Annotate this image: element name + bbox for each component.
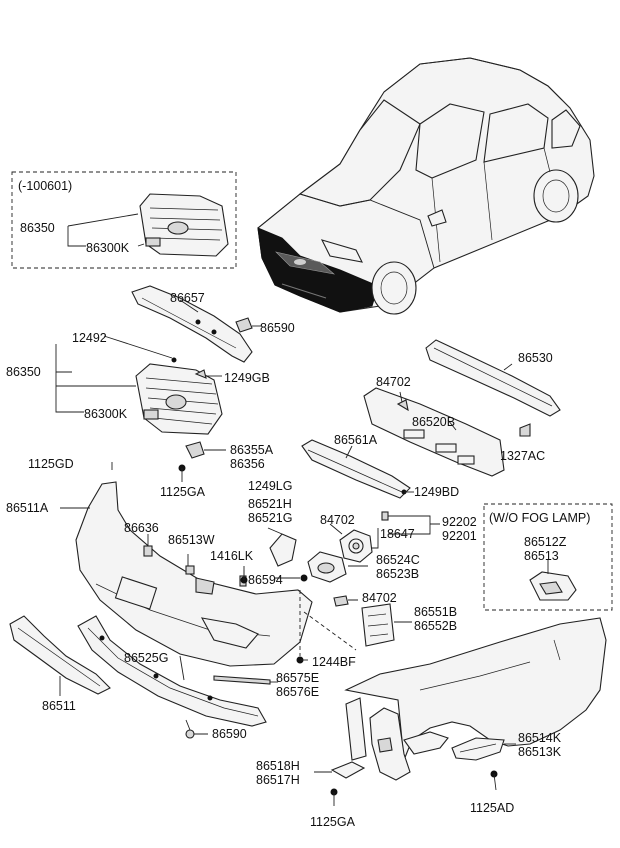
- front-bumper-cover-86511A: [60, 462, 313, 667]
- part-number-label: 18647: [380, 527, 415, 541]
- part-number-label: 86350: [20, 221, 55, 235]
- part-number-label: 86590: [212, 727, 247, 741]
- part-number-label: 1125GD: [28, 457, 74, 471]
- vehicle-illustration: [257, 57, 595, 315]
- part-number-label: 86551B: [414, 605, 457, 619]
- part-number-label: 84702: [376, 375, 411, 389]
- part-number-label: 86514K: [518, 731, 562, 745]
- bolts-group: [240, 570, 308, 664]
- part-number-label: 86657: [170, 291, 205, 305]
- lower-cover-86525G: [77, 615, 267, 727]
- part-number-label: 86521H: [248, 497, 292, 511]
- part-number-label: 86594: [248, 573, 283, 587]
- part-number-label: 86576E: [276, 685, 319, 699]
- part-number-label: 86521G: [248, 511, 292, 525]
- part-number-label: 1125GA: [310, 815, 356, 829]
- part-number-label: 86552B: [414, 619, 457, 633]
- without-fog-lamp-box: (W/O FOG LAMP): [483, 503, 613, 611]
- part-number-label: 86636: [124, 521, 159, 535]
- part-number-label: 86530: [518, 351, 553, 365]
- lower-grille-86561A: [301, 439, 414, 499]
- part-number-label: 86525G: [124, 651, 168, 665]
- part-number-label: 1327AC: [500, 449, 545, 463]
- fog-box-title: (W/O FOG LAMP): [489, 511, 590, 525]
- date-range-box: (-100601): [11, 171, 237, 269]
- part-number-label: 86524C: [376, 553, 420, 567]
- part-number-label: 84702: [362, 591, 397, 605]
- clip-86590-bottom: [185, 719, 208, 739]
- part-number-label: 86513K: [518, 745, 562, 759]
- date-box-title: (-100601): [18, 179, 72, 193]
- part-number-label: 86590: [260, 321, 295, 335]
- fog-lamp-86524C: [307, 511, 440, 583]
- part-number-label: 86355A: [230, 443, 274, 457]
- part-number-label: 1249LG: [248, 479, 292, 493]
- part-number-label: 12492: [72, 331, 107, 345]
- bumper-beam-86530: [425, 339, 561, 417]
- fog-lamp-bracket-86521H: [267, 527, 297, 567]
- part-number-label: 86518H: [256, 759, 300, 773]
- molding-86575E: [213, 675, 278, 685]
- part-number-label: 86520B: [412, 415, 455, 429]
- part-number-label: 86561A: [334, 433, 378, 447]
- bracket-86551B: [303, 595, 412, 651]
- part-number-label: 1249BD: [414, 485, 459, 499]
- part-number-label: 86300K: [86, 241, 130, 255]
- part-number-label: 86350: [6, 365, 41, 379]
- splash-shield-86514K: [451, 737, 516, 791]
- part-number-label: 1249GB: [224, 371, 270, 385]
- part-number-label: 84702: [320, 513, 355, 527]
- part-number-label: 92201: [442, 529, 477, 543]
- part-number-label: 1125AD: [470, 801, 514, 815]
- cowl-panel-86657: [131, 285, 262, 363]
- part-number-label: 86575E: [276, 671, 319, 685]
- part-number-label: 86517H: [256, 773, 300, 787]
- part-number-label: 1244BF: [312, 655, 356, 669]
- part-number-label: 1416LK: [210, 549, 254, 563]
- radiator-grille-86350: [55, 335, 226, 482]
- part-number-label: 86513W: [168, 533, 215, 547]
- bracket-86518H: [314, 761, 366, 806]
- part-number-label: 86511A: [6, 501, 49, 515]
- part-number-label: 86511: [42, 699, 76, 713]
- part-number-label: 86523B: [376, 567, 419, 581]
- part-number-label: 86300K: [84, 407, 128, 421]
- fender-liner: [345, 697, 449, 781]
- energy-absorber-86520B: [363, 387, 531, 477]
- part-number-label: 86356: [230, 457, 265, 471]
- part-number-label: 86513: [524, 549, 559, 563]
- part-labels: 86350 86300K 86657 86590 12492 86350 1249GB 863…: [6, 221, 567, 829]
- part-number-label: 92202: [442, 515, 477, 529]
- part-number-label: 86512Z: [524, 535, 567, 549]
- front-fender: [344, 617, 607, 761]
- lower-lip-86511: [9, 615, 111, 696]
- part-number-label: 1125GA: [160, 485, 206, 499]
